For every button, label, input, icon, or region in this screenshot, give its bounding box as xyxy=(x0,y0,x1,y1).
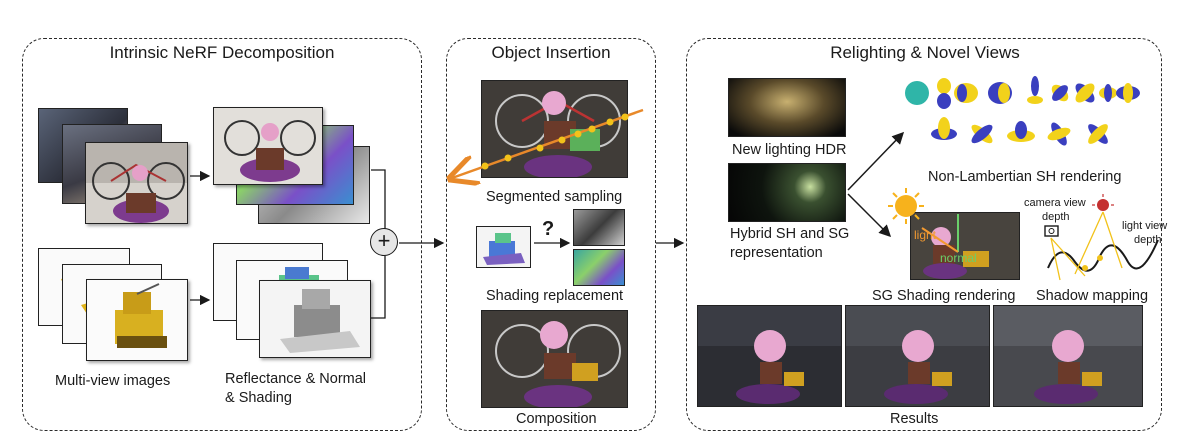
composition-image xyxy=(481,310,628,408)
camera-icon xyxy=(1044,225,1059,237)
new-lighting-hdr-image xyxy=(728,78,846,137)
label-multiview-images: Multi-view images xyxy=(55,373,171,389)
question-mark-label: ? xyxy=(542,218,555,240)
plus-symbol: + xyxy=(377,228,391,253)
shading-map-bottom xyxy=(259,280,371,358)
label-hybrid-sh-sg: Hybrid SH and SG xyxy=(730,226,850,242)
sh-lobes-row1 xyxy=(937,76,1140,109)
label-shading: & Shading xyxy=(225,390,292,406)
shading-replacement-gray xyxy=(573,209,625,246)
shading-replacement-object xyxy=(476,226,531,268)
result-image-1 xyxy=(697,305,842,407)
sh-lobes-row2 xyxy=(931,117,1108,146)
label-shading-replacement: Shading replacement xyxy=(486,288,624,304)
bike-scene-thumbnail xyxy=(86,143,187,223)
plus-combine-node: + xyxy=(370,228,398,256)
label-sg-shading: SG Shading rendering xyxy=(872,288,1016,304)
panel-title-relighting: Relighting & Novel Views xyxy=(830,43,1020,62)
input-image-front-bike xyxy=(85,142,188,224)
label-camera-view-depth: depth xyxy=(1042,211,1070,223)
label-composition: Composition xyxy=(516,411,597,427)
label-light-view-depth: depth xyxy=(1134,234,1162,246)
result-image-2 xyxy=(845,305,990,407)
label-shadow-mapping: Shadow mapping xyxy=(1036,288,1149,304)
panel-title-insertion: Object Insertion xyxy=(491,43,611,62)
shading-replacement-normal xyxy=(573,249,625,286)
panel-title-decomposition: Intrinsic NeRF Decomposition xyxy=(109,43,335,62)
result-image-3 xyxy=(993,305,1143,407)
label-normal: normal xyxy=(940,251,977,265)
reflectance-map-top xyxy=(213,107,323,185)
label-new-lighting-hdr: New lighting HDR xyxy=(732,142,847,158)
label-light-view: light view xyxy=(1122,220,1168,232)
label-light: light xyxy=(914,228,937,242)
input-lego-front xyxy=(86,279,188,361)
sun-icon xyxy=(888,188,924,224)
sample-points xyxy=(481,113,629,170)
label-results: Results xyxy=(890,411,939,427)
panel-insertion xyxy=(446,38,656,431)
light-source-icon xyxy=(1097,199,1109,211)
label-camera-view: camera view xyxy=(1024,197,1086,209)
label-segmented-sampling: Segmented sampling xyxy=(486,189,623,205)
label-non-lambertian: Non-Lambertian SH rendering xyxy=(928,169,1122,185)
lego-thumbnail xyxy=(115,283,167,348)
hybrid-sh-sg-image xyxy=(728,163,846,222)
label-representation: representation xyxy=(730,245,823,261)
sg-shading-image xyxy=(910,212,1020,280)
shadow-mapping-diagram xyxy=(1044,194,1159,281)
panel-relighting xyxy=(686,38,1162,431)
label-reflectance-normal: Reflectance & Normal xyxy=(225,371,367,387)
segmented-sampling-image xyxy=(481,80,628,178)
panel-decomposition xyxy=(22,38,422,431)
